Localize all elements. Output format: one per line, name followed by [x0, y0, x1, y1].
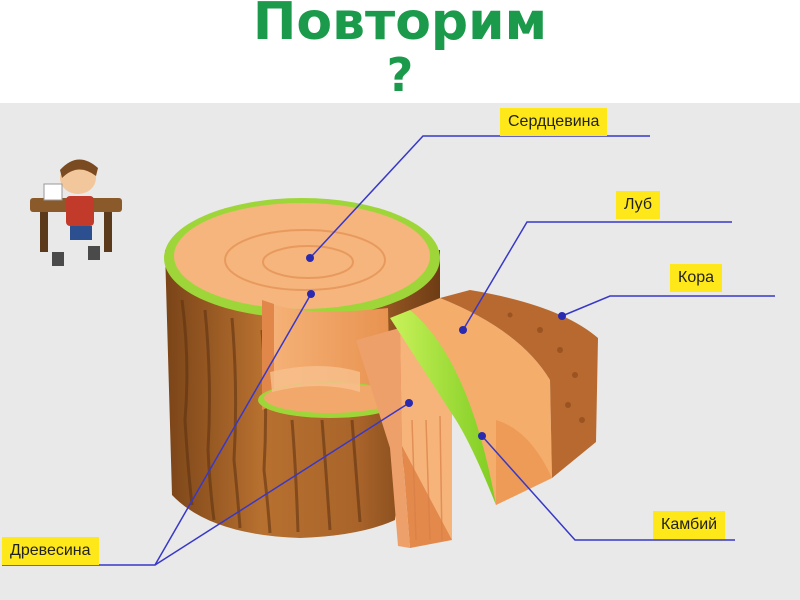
pointer-bast [462, 221, 732, 331]
label-heartwood: Сердцевина [500, 108, 608, 136]
bast-layer [410, 298, 552, 505]
title-question-mark: ? [386, 48, 414, 102]
label-bast: Луб [616, 191, 661, 219]
stump-top [164, 198, 440, 318]
pointer-lines [2, 135, 775, 566]
label-bark: Кора [670, 264, 723, 292]
label-cambium: Камбий [653, 511, 726, 539]
cambium-layer [390, 310, 496, 505]
wood-slab [356, 328, 452, 548]
pointer-bark [561, 295, 775, 317]
title-text: Повторим [252, 0, 548, 52]
pointer-heartwood [309, 135, 650, 259]
slide-title: Повторим ? [0, 0, 800, 98]
cut-section [258, 300, 402, 418]
bark-layer [440, 290, 598, 478]
pointer-dots [306, 254, 566, 440]
student-at-desk-icon [30, 159, 122, 266]
pointer-cambium [481, 435, 735, 541]
pointer-wood-b [154, 402, 410, 566]
label-wood: Древесина [2, 537, 99, 565]
